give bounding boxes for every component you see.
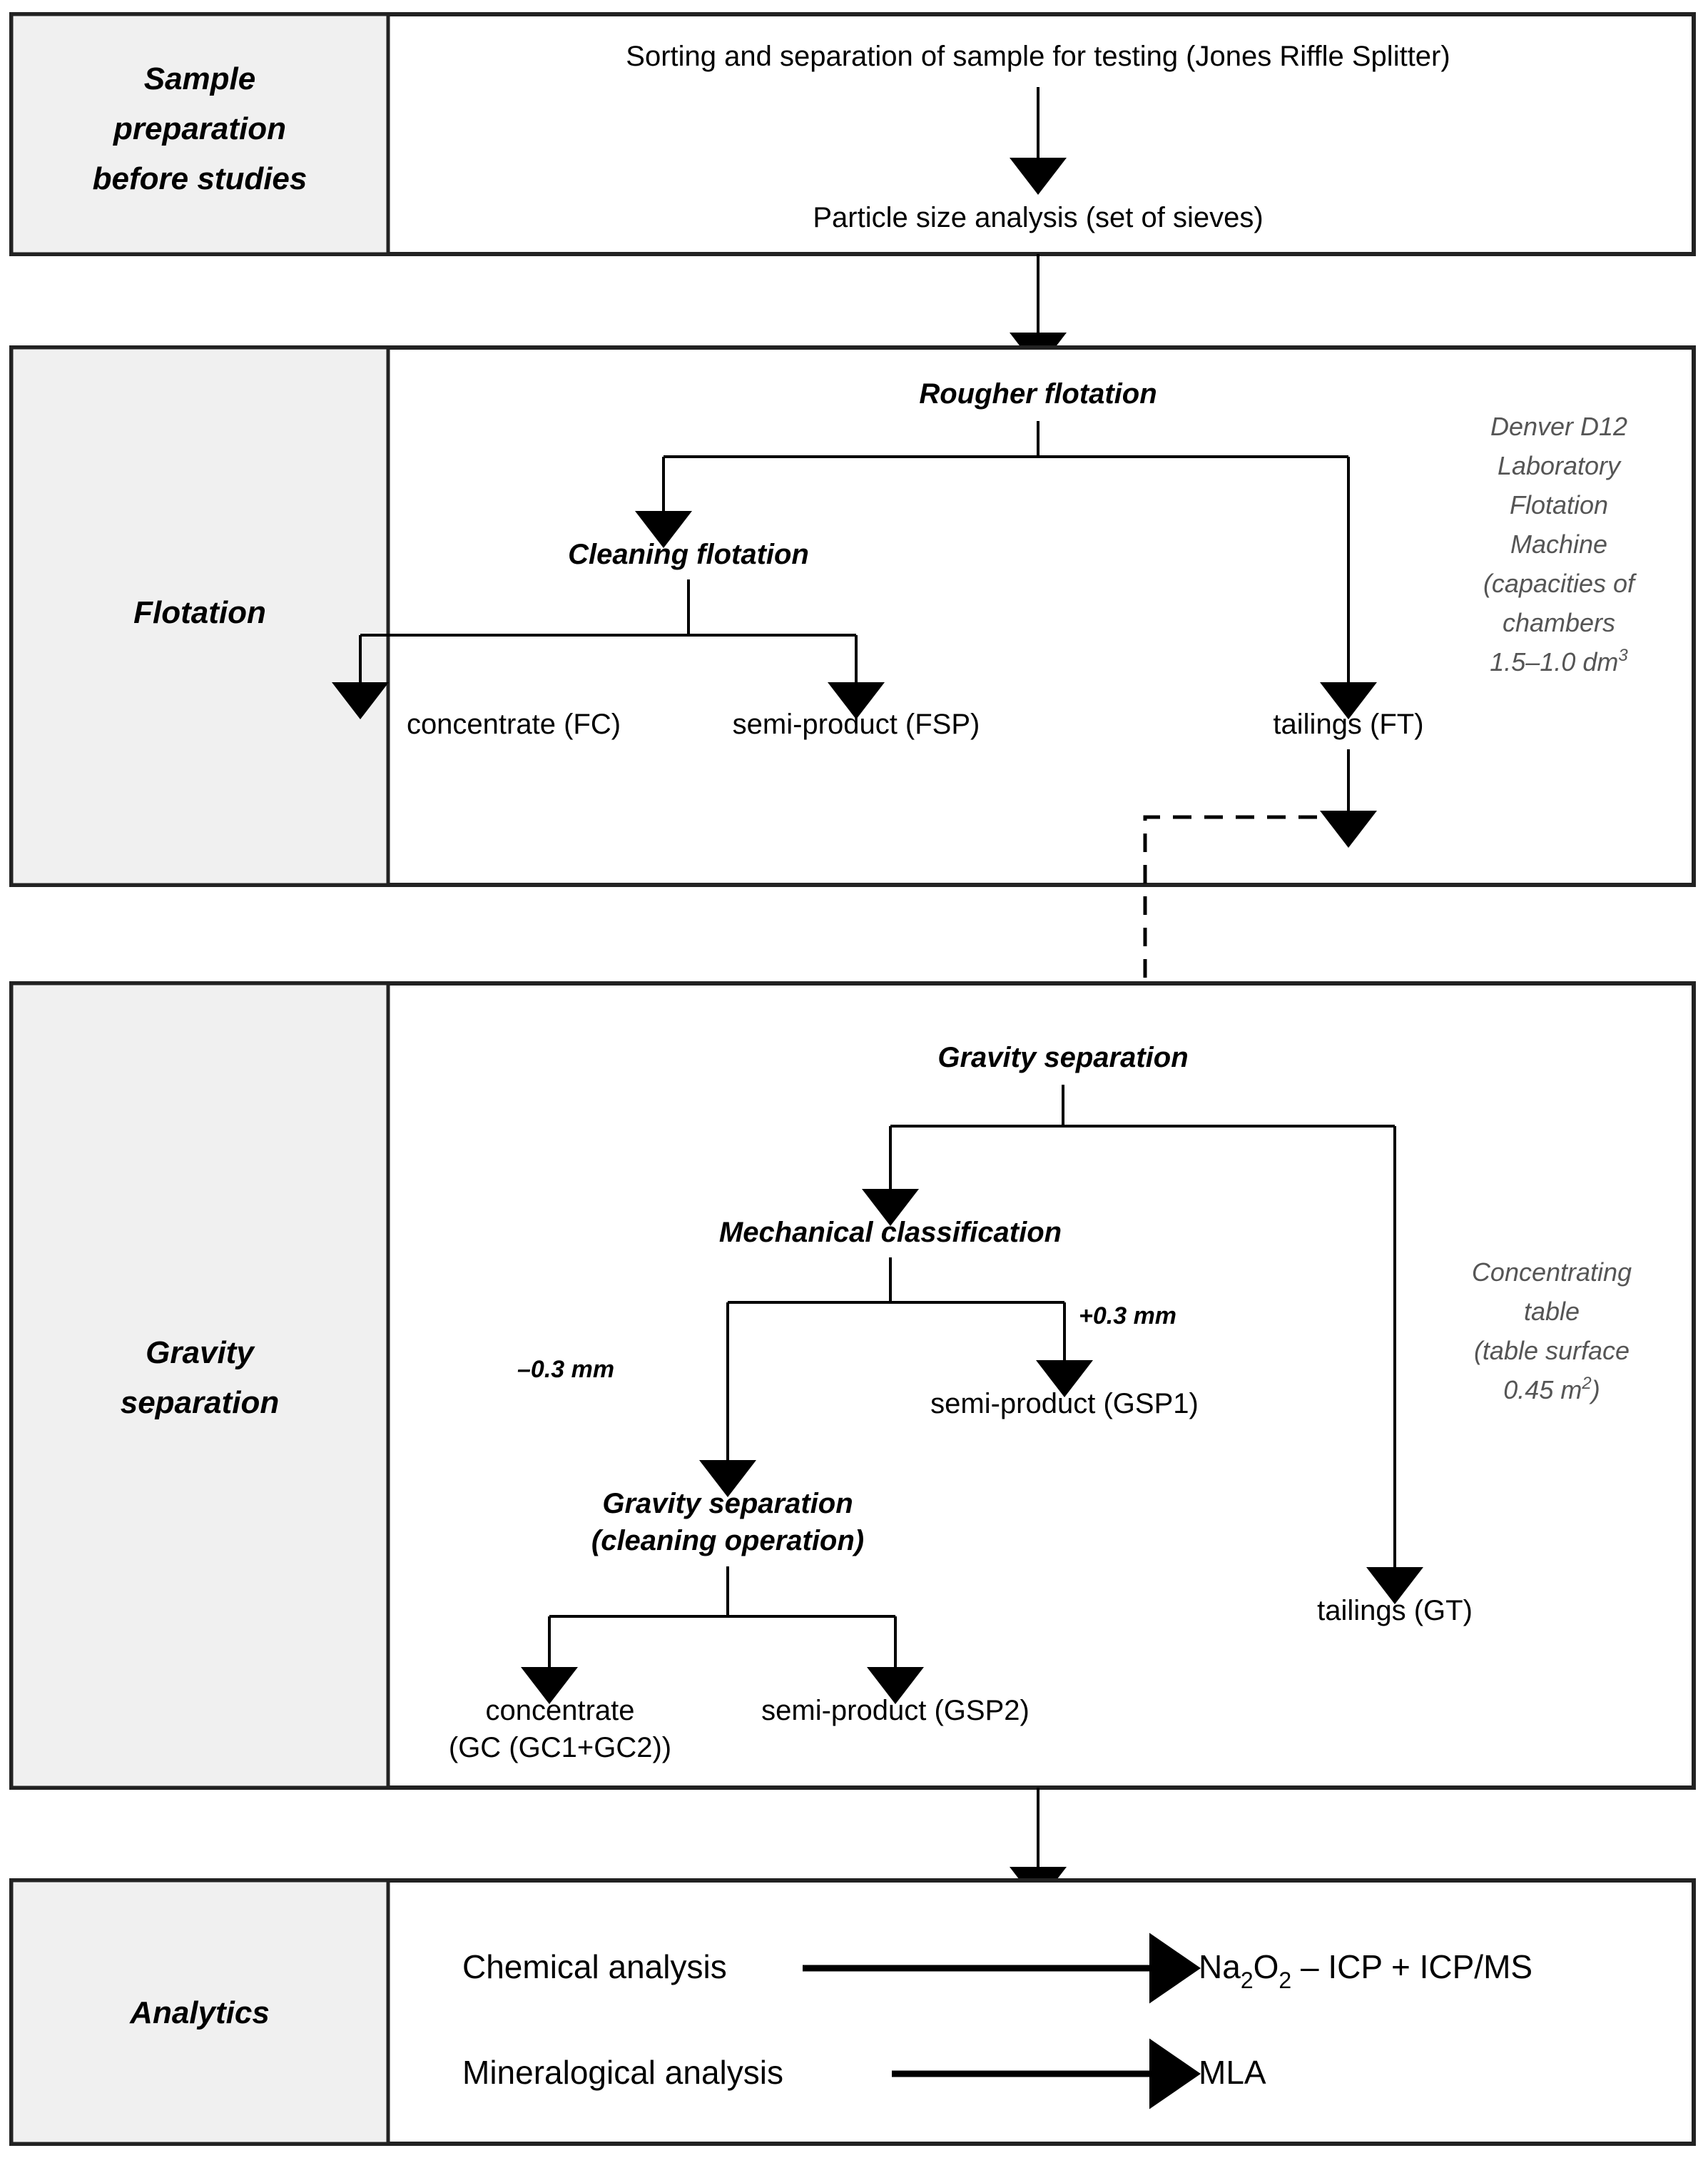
node-tailings-ft: tailings (FT) xyxy=(1273,709,1423,740)
section-analytics-label-cell xyxy=(9,1878,390,2146)
analytics-row-1-source: Mineralogical analysis xyxy=(462,2054,783,2091)
note-gravity-line3: (table surface xyxy=(1474,1336,1630,1365)
note-gravity-line1: Concentrating xyxy=(1472,1257,1632,1287)
node-tailings-gt: tailings (GT) xyxy=(1317,1595,1473,1626)
section-label-flotation: Flotation xyxy=(133,595,266,630)
node-mechanical-classification: Mechanical classification xyxy=(719,1217,1062,1248)
section-analytics: Analytics Chemical analysis Na2O2 – ICP … xyxy=(9,1878,1696,2146)
node-rougher-flotation: Rougher flotation xyxy=(919,378,1157,410)
note-flotation-line1: Denver D12 xyxy=(1490,412,1627,441)
connector-ft-to-gravity-dashed xyxy=(1143,815,1348,1013)
note-flotation-line6: chambers xyxy=(1503,608,1615,637)
section-sample-preparation: Sample preparation before studies Sortin… xyxy=(9,12,1696,256)
split-gravity-cleaning xyxy=(549,1566,895,1618)
analytics-row-0-source: Chemical analysis xyxy=(462,1948,727,1985)
note-flotation-line5: (capacities of xyxy=(1483,569,1637,598)
split-mechanical xyxy=(728,1257,1064,1304)
node-sorting-separation: Sorting and separation of sample for tes… xyxy=(626,41,1450,72)
note-flotation-line2: Laboratory xyxy=(1498,451,1622,480)
node-concentrate-gc-line2: (GC (GC1+GC2)) xyxy=(449,1732,671,1763)
note-flotation-line4: Machine xyxy=(1510,530,1607,559)
analytics-row-1-result: MLA xyxy=(1199,2054,1266,2091)
node-concentrate-gc-line1: concentrate xyxy=(485,1695,634,1726)
note-flotation-line3: Flotation xyxy=(1510,490,1608,520)
node-gravity-cleaning-line1: Gravity separation xyxy=(602,1488,853,1519)
section-label-gravity-line1: Gravity xyxy=(146,1335,255,1370)
section-label-sample-prep-line2: preparation xyxy=(113,111,286,146)
node-semi-product-gsp2: semi-product (GSP2) xyxy=(761,1695,1030,1726)
node-gravity-cleaning-line2: (cleaning operation) xyxy=(591,1525,864,1556)
node-particle-size-analysis: Particle size analysis (set of sieves) xyxy=(813,202,1263,233)
node-semi-product-gsp1: semi-product (GSP1) xyxy=(930,1388,1199,1419)
note-flotation-line7: 1.5–1.0 dm3 xyxy=(1490,646,1628,677)
section-gravity-label-cell xyxy=(9,981,390,1790)
note-gravity-line4: 0.45 m2) xyxy=(1503,1374,1600,1404)
split-cleaning xyxy=(360,579,856,637)
section-label-sample-prep-line3: before studies xyxy=(93,161,307,196)
edge-label-minus-0-3-mm: –0.3 mm xyxy=(517,1356,614,1383)
section-label-sample-prep-line1: Sample xyxy=(144,61,256,96)
node-semi-product-fsp: semi-product (FSP) xyxy=(733,709,980,740)
section-label-analytics: Analytics xyxy=(129,1995,270,2030)
node-concentrate-fc: concentrate (FC) xyxy=(407,709,621,740)
section-gravity-separation: Gravity separation Gravity separation Me… xyxy=(9,981,1696,1790)
note-gravity-line2: table xyxy=(1524,1297,1580,1326)
node-cleaning-flotation: Cleaning flotation xyxy=(568,539,809,570)
analytics-row-0-result: Na2O2 – ICP + ICP/MS xyxy=(1199,1948,1532,1993)
section-flotation: Flotation Rougher flotation Cleaning flo… xyxy=(9,345,1696,887)
split-gravity xyxy=(890,1085,1395,1128)
edge-label-plus-0-3-mm: +0.3 mm xyxy=(1079,1302,1176,1329)
section-sample-prep-label-cell xyxy=(9,12,390,256)
section-flotation-label-cell xyxy=(9,345,390,887)
node-gravity-separation: Gravity separation xyxy=(937,1042,1188,1073)
section-label-gravity-line2: separation xyxy=(121,1385,280,1420)
